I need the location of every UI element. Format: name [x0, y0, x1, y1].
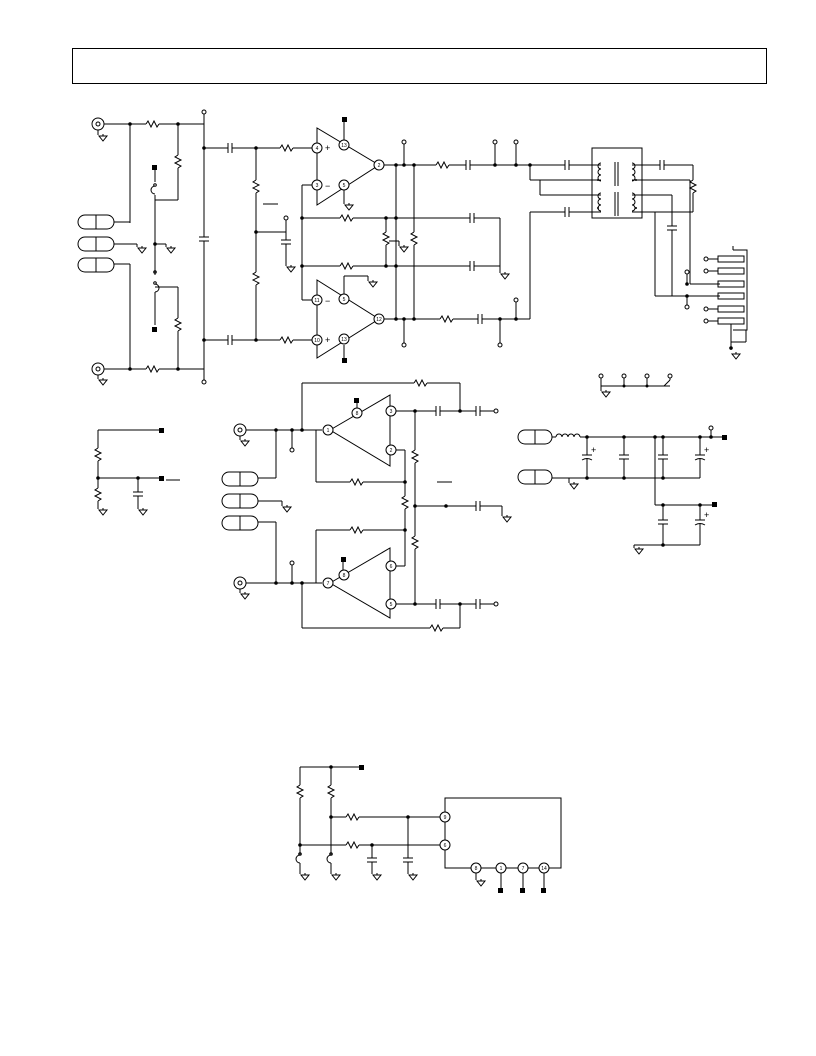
svg-text:7: 7 [522, 866, 525, 872]
u1-pin-4: 4 [311, 142, 323, 154]
svg-text:8: 8 [475, 866, 478, 872]
u5-pins: 9 6 8 1 7 14 [439, 811, 550, 874]
svg-text:14: 14 [541, 866, 547, 872]
svg-text:3: 3 [316, 183, 319, 189]
u5-pin-7: 7 [517, 862, 529, 874]
power-filter: + + + [517, 425, 727, 555]
svg-text:7: 7 [327, 581, 330, 587]
svg-text:6: 6 [390, 564, 393, 570]
transformer-icon [591, 147, 643, 219]
cap-plus-2: + [704, 445, 709, 455]
svg-text:5: 5 [390, 602, 393, 608]
svg-text:6: 6 [444, 843, 447, 849]
jumper-block-2-icon [221, 471, 259, 531]
u3-pin-2: 2 [385, 444, 397, 456]
svg-text:2: 2 [390, 448, 393, 454]
u5-pin-9: 9 [439, 811, 451, 823]
svg-text:5: 5 [343, 297, 346, 303]
u4-pin-6: 6 [385, 560, 397, 572]
connector-j4-icon [233, 576, 250, 600]
u1-pin-2: 2 [373, 159, 385, 171]
u4-pin-7: 7 [322, 577, 334, 589]
u2-minus-sign: − [325, 296, 330, 306]
transformer-wiring [529, 160, 720, 310]
u5-pin-1: 1 [495, 862, 507, 874]
svg-text:2: 2 [378, 163, 381, 169]
coupling-network [204, 143, 312, 345]
u1-pin-13: 13 [338, 139, 350, 151]
svg-text:1: 1 [327, 428, 330, 434]
u1-minus-sign: − [325, 181, 330, 191]
svg-text:5: 5 [343, 183, 346, 189]
u1-plus-sign: + [325, 143, 330, 153]
cap-plus-3: + [704, 510, 709, 520]
svg-text:8: 8 [356, 411, 359, 417]
input-section [77, 109, 209, 386]
u1-pins: 4 3 2 5 13 [311, 139, 385, 191]
u4-pin-5: 5 [385, 598, 397, 610]
output-connector-icon [703, 246, 748, 360]
control-section [295, 765, 562, 893]
u2-plus-sign: + [325, 335, 330, 345]
u2-pin-5: 5 [338, 293, 350, 305]
u2-pin-13: 13 [338, 333, 350, 345]
svg-text:13: 13 [341, 143, 347, 149]
u3-pins: 1 8 3 2 [322, 405, 397, 456]
ic-u5-icon [444, 797, 562, 869]
u2-pin-10: 10 [311, 334, 323, 346]
u1-pin-5: 5 [338, 179, 350, 191]
ground-testpoints [598, 373, 673, 398]
svg-text:8: 8 [343, 573, 346, 579]
connector-j1-icon [91, 117, 108, 142]
svg-text:12: 12 [376, 317, 382, 323]
u4-pin-8: 8 [338, 569, 350, 581]
cap-plus-1: + [591, 445, 596, 455]
connector-j2-icon [91, 362, 108, 386]
u1-pin-3: 3 [311, 179, 323, 191]
u5-pin-6: 6 [439, 839, 451, 851]
u2-pins: 11 10 12 5 13 [311, 293, 385, 346]
u3-pin-8: 8 [351, 407, 363, 419]
svg-text:1: 1 [500, 866, 503, 872]
stereo-stage [221, 378, 512, 633]
svg-text:10: 10 [314, 338, 320, 344]
u3-pin-3: 3 [385, 405, 397, 417]
svg-text:11: 11 [314, 298, 319, 304]
opamp-u2-icon: − + [302, 275, 380, 363]
opamp-u3-icon [329, 394, 391, 467]
svg-text:3: 3 [390, 409, 393, 415]
feedback-network [302, 213, 510, 280]
u4-pins: 7 8 6 5 [322, 560, 397, 610]
jumper-block-icon [77, 214, 115, 273]
u5-pin-8: 8 [470, 862, 482, 874]
output-stage [384, 139, 560, 348]
connector-j3-icon [233, 423, 250, 447]
u2-pin-11: 11 [311, 294, 323, 306]
bias-divider [93, 428, 180, 516]
header-box [72, 48, 767, 84]
svg-text:13: 13 [341, 337, 347, 343]
svg-text:9: 9 [444, 815, 447, 821]
u5-pin-14: 14 [538, 862, 550, 874]
svg-text:4: 4 [316, 146, 319, 152]
u2-pin-12: 12 [373, 313, 385, 325]
u3-pin-1: 1 [322, 424, 334, 436]
opamp-u4-icon [329, 547, 391, 619]
